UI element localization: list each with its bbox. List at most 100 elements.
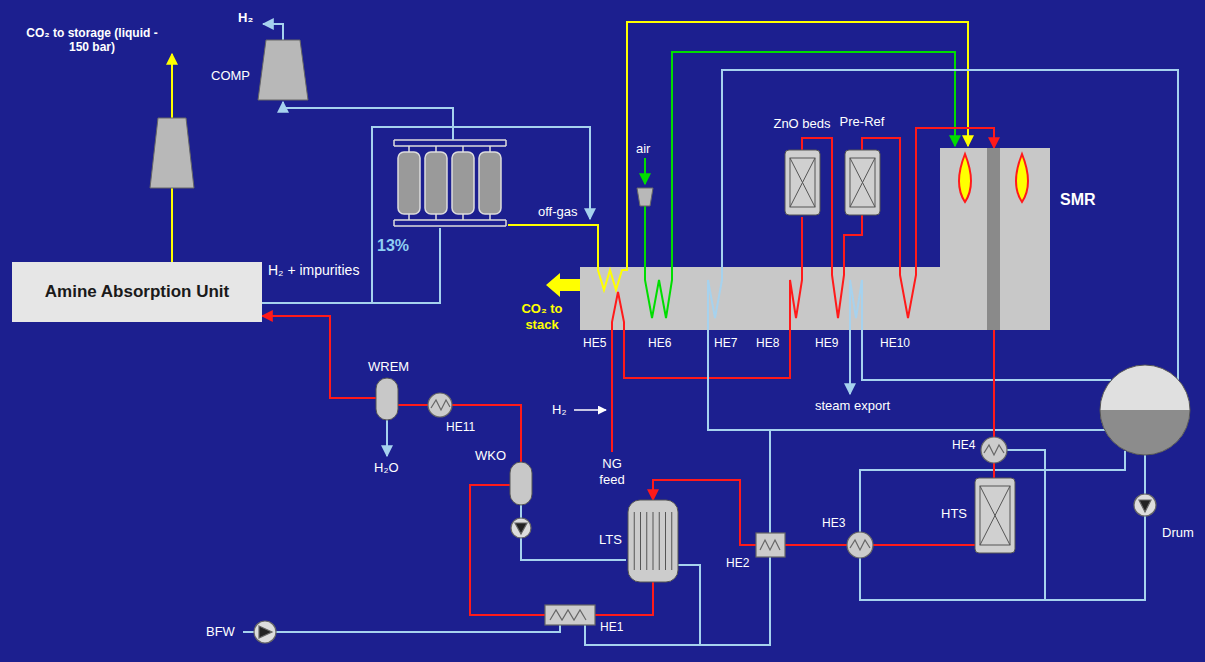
pump: [515, 523, 527, 534]
hydrogen-pipe: [372, 127, 590, 303]
burner-flame: [959, 154, 971, 202]
steam-pipe: [708, 70, 1178, 430]
stream-label: H₂ + impurities: [268, 262, 363, 279]
heat-exchanger: [847, 532, 873, 558]
psa-column: [398, 152, 420, 214]
flue-gas-arrow: [546, 273, 580, 297]
stream-label: H₂O: [374, 460, 399, 476]
psa-manifold: [394, 140, 506, 226]
hydrogen-pipe: [262, 228, 440, 303]
process-box: Amine Absorption Unit: [12, 262, 262, 322]
reactor-vessel: [845, 150, 880, 215]
compressor: COMP: [258, 40, 308, 100]
separator-vessel: [510, 462, 532, 505]
pump: [1134, 494, 1156, 516]
shift-reactor: [628, 500, 678, 582]
pump: [511, 518, 531, 538]
water-pipe: [678, 565, 700, 645]
exchanger-tag: HE7: [714, 336, 737, 350]
co2-pipe: [171, 54, 173, 118]
psa-column: [479, 152, 501, 214]
equipment-tag: LTS: [599, 532, 622, 548]
shift-reactor: [975, 478, 1015, 553]
shift-reactor: [671, 512, 672, 570]
reformer-furnace: [940, 148, 1050, 330]
shift-reactor: [646, 512, 647, 570]
steam-lines: [243, 70, 1178, 645]
process-stream: [653, 480, 975, 545]
air-blower: [637, 188, 653, 206]
compressor: [258, 40, 308, 100]
equipment-tag: COMP: [211, 68, 250, 84]
air-line: [645, 52, 955, 318]
split-percentage: 13%: [377, 236, 409, 255]
shift-reactor: [640, 512, 641, 570]
stream-label: off-gas: [538, 204, 578, 220]
process-stream: [470, 485, 653, 615]
heat-exchanger: [981, 437, 1007, 463]
exchanger-tag: HE11: [446, 420, 475, 434]
reactor-vessel: [845, 150, 880, 215]
co2-pipe: [171, 188, 173, 262]
shift-reactor: [628, 500, 678, 582]
equipment-tag: WKO: [475, 448, 506, 464]
steam-drum: [1100, 365, 1190, 455]
exchanger-tag: HE5: [583, 336, 606, 350]
psa-unit: [394, 140, 506, 226]
co2-compressor: [150, 118, 194, 188]
hydrogen-pipe: [263, 24, 283, 40]
pump: [1139, 500, 1151, 512]
heat-exchanger: [760, 540, 780, 550]
reactor-vessel: [845, 150, 880, 215]
reformer-furnace: [987, 148, 1000, 330]
exchanger-tag: HE4: [952, 438, 975, 452]
exchanger-tag: HE3: [822, 516, 845, 530]
water-pipe: [769, 430, 771, 533]
exchanger-tag: HE2: [726, 556, 749, 570]
equipment-tag: Pre-Ref: [830, 114, 894, 130]
heat-exchanger: [756, 533, 785, 557]
shift-reactor: [628, 500, 678, 582]
separator-vessel: WKO: [510, 462, 532, 505]
water-pipe: [860, 455, 1145, 600]
steam-drum: [1100, 365, 1190, 455]
separator-vessel: [376, 378, 398, 420]
separator-vessel: WREM: [376, 378, 398, 420]
psa-column: [452, 152, 474, 214]
heat-exchanger: [850, 540, 870, 550]
compressor: [258, 40, 308, 100]
water-pipe: [243, 625, 560, 632]
psa-manifold: [409, 146, 490, 220]
reactor-vessel: ZnO beds: [785, 150, 820, 215]
shift-reactor: [975, 478, 1015, 553]
steam-drum: [1100, 410, 1190, 455]
shift-reactor: [634, 512, 635, 570]
air-line: [644, 158, 646, 184]
reformer-furnace: SMR: [940, 148, 1050, 330]
shift-reactor: [659, 512, 660, 570]
steam-drum: Drum: [1100, 365, 1190, 455]
stream-label: CO₂ to stack: [505, 300, 579, 333]
steam-drum: [1100, 365, 1190, 455]
exchanger-tag: HE10: [880, 336, 910, 350]
stream-label: H₂: [552, 402, 566, 418]
burner-flame: [1016, 154, 1028, 202]
shift-reactor: HTS: [975, 478, 1015, 553]
shift-reactor: [980, 486, 1010, 545]
steam-drum: [1100, 365, 1190, 455]
hydrogen-pipe: [283, 102, 453, 140]
heat-exchanger: [545, 605, 595, 625]
stream-label: NG feed: [592, 456, 632, 487]
stream-label: H₂: [238, 10, 253, 26]
reformer-furnace: [940, 148, 1050, 330]
stream-label: BFW: [206, 624, 235, 640]
exchanger-tag: HE9: [815, 336, 838, 350]
separator-vessel: [510, 462, 532, 505]
exchanger-symbols: [254, 393, 1156, 643]
reactor-vessel: [785, 150, 820, 215]
reactor-vessel: [790, 158, 815, 207]
water-pipe: [386, 420, 388, 456]
compressor: [258, 40, 308, 100]
unit-name: Amine Absorption Unit: [45, 282, 229, 302]
